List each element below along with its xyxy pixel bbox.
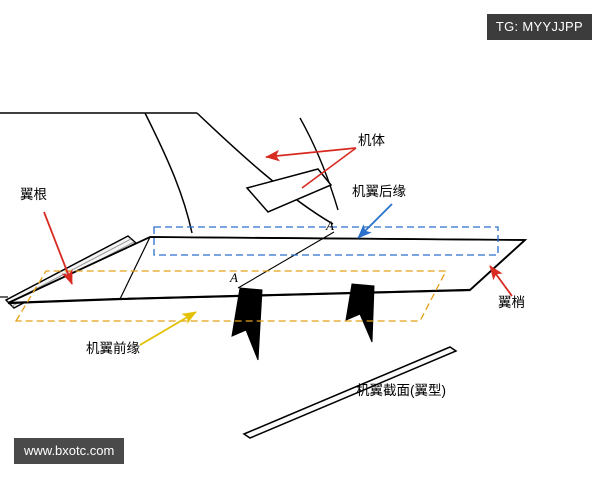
label-wing-leading-edge: 机翼前缘 <box>86 341 140 356</box>
label-wing-root: 翼根 <box>20 187 47 202</box>
label-wing-section-airfoil: 机翼截面(翼型) <box>356 383 446 398</box>
leading-edge-highlight-box <box>14 270 448 322</box>
leader-line-wing-tip <box>489 265 513 297</box>
label-wing-trailing-edge: 机翼后缘 <box>352 184 406 199</box>
leader-line-fuselage <box>265 147 357 189</box>
label-wing-tip: 翼梢 <box>498 295 525 310</box>
site-watermark: www.bxotc.com <box>14 438 125 464</box>
leader-line-trailing-edge <box>357 203 393 239</box>
main-wing-planform <box>7 236 528 305</box>
section-direction-arrows <box>231 283 375 361</box>
leader-line-wing-root <box>43 211 73 285</box>
fuselage-panel-quad <box>245 168 333 213</box>
fuselage-body-outline <box>0 112 352 234</box>
leader-line-leading-edge <box>139 311 197 346</box>
telegram-tag-badge: TG: MYYJJPP <box>486 14 592 40</box>
section-mark-upper: A <box>326 218 334 233</box>
section-cut-line-a-a <box>237 231 335 289</box>
trailing-edge-highlight-box <box>153 226 499 256</box>
airfoil-section-shape <box>242 346 458 439</box>
section-mark-lower: A <box>230 270 238 285</box>
label-fuselage: 机体 <box>358 133 385 148</box>
